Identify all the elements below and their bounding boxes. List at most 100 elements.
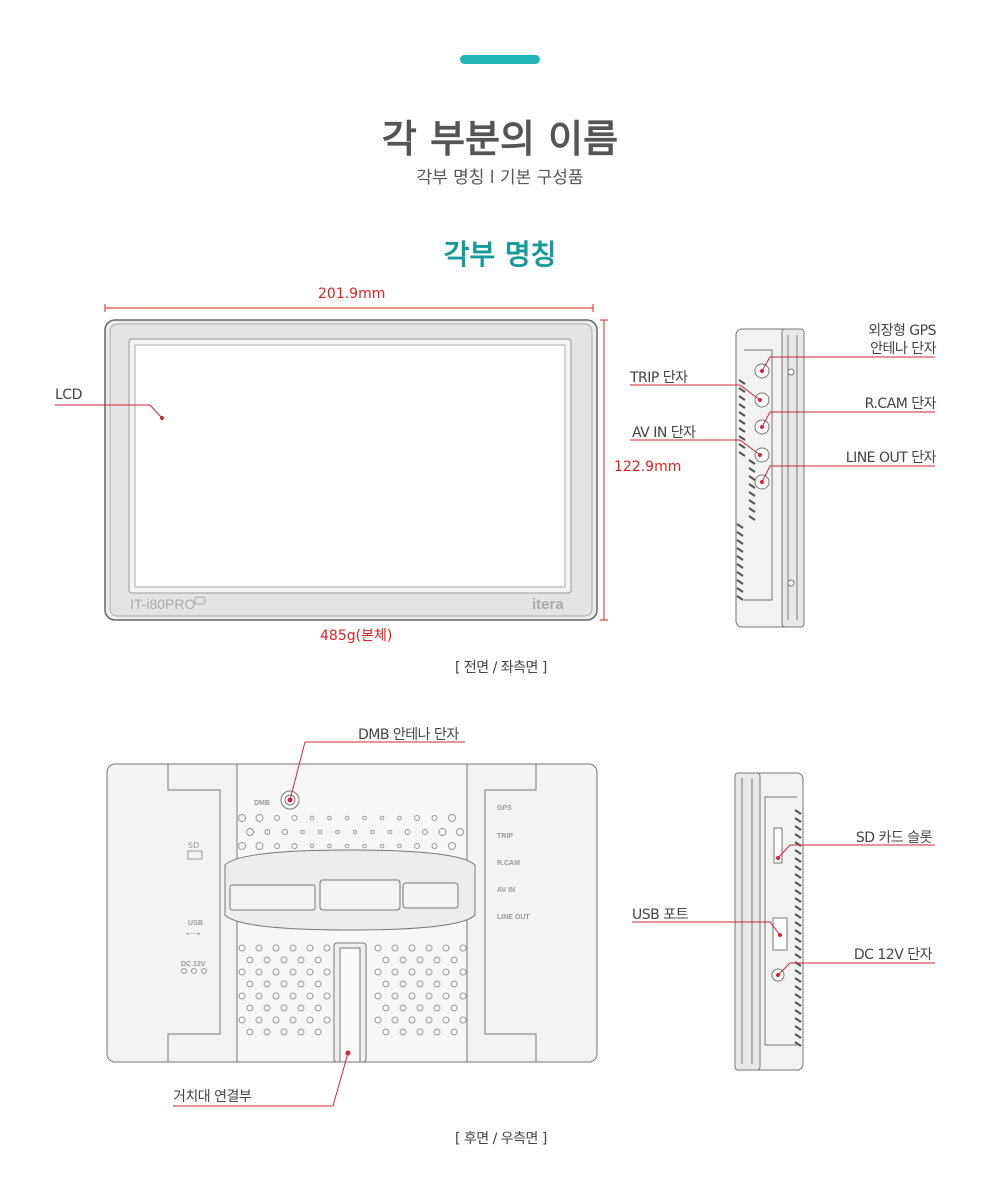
speaker-hole: [306, 1016, 314, 1024]
grip-stripe: [794, 969, 802, 975]
grip-stripe: [794, 905, 802, 911]
grip-stripe: [738, 403, 746, 409]
speaker-hole: [425, 1016, 433, 1024]
grip-stripe: [736, 547, 744, 553]
speaker-hole: [238, 992, 246, 1000]
speaker-hole: [450, 1028, 458, 1036]
speaker-hole: [362, 815, 367, 821]
grip-stripe: [736, 531, 744, 537]
gps-label-line2: 안테나 단자: [870, 341, 936, 357]
weight-label: 485g(본체): [320, 628, 393, 644]
grip-stripe: [794, 857, 802, 863]
speaker-hole: [425, 992, 433, 1000]
speaker-hole: [263, 1004, 271, 1012]
speaker-hole: [280, 956, 288, 964]
stand-mount-label: 거치대 연결부: [173, 1089, 252, 1105]
grip-stripe: [748, 491, 756, 497]
speaker-hole: [397, 843, 402, 849]
left-side-device: [735, 328, 805, 628]
speaker-hole: [323, 1016, 331, 1024]
brand-logo: itera: [532, 596, 564, 613]
printed-gps: GPS: [497, 805, 512, 812]
speaker-hole: [425, 968, 433, 976]
accent-bar: [460, 55, 540, 64]
grip-stripe: [794, 977, 802, 983]
dc-polarity-icon: [181, 968, 207, 974]
speaker-hole: [387, 829, 393, 835]
sd-card-icon: [187, 850, 203, 860]
speaker-hole: [335, 829, 340, 835]
speaker-hole: [391, 992, 399, 1000]
grip-stripe: [794, 1009, 802, 1015]
grip-stripe: [794, 873, 802, 879]
grip-stripe: [794, 993, 802, 999]
speaker-hole: [323, 944, 331, 952]
grip-stripe: [794, 889, 802, 895]
speaker-hole: [344, 843, 350, 849]
speaker-hole: [272, 968, 280, 976]
speaker-hole: [379, 815, 385, 821]
speaker-hole: [408, 968, 416, 976]
speaker-hole: [450, 1004, 458, 1012]
side-grip-stripes-right: [794, 809, 802, 1047]
grip-stripe: [738, 435, 746, 441]
speaker-hole: [255, 814, 264, 822]
speaker-hole: [382, 956, 390, 964]
grip-stripe: [794, 1017, 802, 1023]
grip-stripe: [736, 587, 744, 593]
speaker-hole: [291, 843, 298, 849]
callout-dots: [160, 369, 782, 1056]
grip-stripe: [748, 515, 756, 521]
speaker-hole: [309, 843, 315, 849]
grip-stripe: [794, 865, 802, 871]
speaker-hole: [362, 843, 367, 849]
speaker-hole: [314, 1004, 322, 1012]
grip-stripe: [794, 945, 802, 951]
speaker-hole: [352, 829, 358, 835]
speaker-hole: [317, 829, 323, 835]
speaker-hole: [399, 1028, 407, 1036]
speaker-hole: [289, 992, 297, 1000]
model-logo: IT-i80PRO: [130, 596, 195, 612]
speaker-hole: [263, 1028, 271, 1036]
sd-slot-label: SD 카드 슬롯: [855, 830, 933, 846]
speaker-holes: [238, 814, 467, 1036]
height-dimension-line: [600, 319, 608, 621]
grip-stripe: [736, 555, 744, 561]
printed-rcam: R.CAM: [497, 860, 520, 867]
speaker-hole: [327, 843, 332, 849]
printed-dmb: DMB: [254, 800, 270, 807]
grip-stripe: [794, 817, 802, 823]
speaker-hole: [433, 980, 441, 988]
speaker-hole: [442, 944, 450, 952]
grip-stripe: [794, 1033, 802, 1039]
speaker-hole: [306, 944, 314, 952]
speaker-hole: [255, 842, 264, 850]
speaker-hole: [323, 992, 331, 1000]
speaker-hole: [289, 1016, 297, 1024]
grip-stripe: [738, 427, 746, 433]
width-dimension-line: [104, 304, 594, 312]
front-device: [104, 319, 598, 621]
speaker-hole: [456, 828, 464, 836]
speaker-hole: [238, 1016, 246, 1024]
speaker-hole: [306, 992, 314, 1000]
grip-stripe: [736, 523, 744, 529]
speaker-hole: [246, 1028, 254, 1036]
grip-stripe: [794, 1025, 802, 1031]
width-dimension: 201.9mm: [318, 286, 386, 302]
speaker-hole: [297, 1004, 305, 1012]
speaker-hole: [297, 956, 305, 964]
speaker-hole: [255, 992, 263, 1000]
speaker-hole: [238, 842, 246, 850]
grip-stripe: [748, 507, 756, 513]
grip-stripe: [794, 833, 802, 839]
speaker-hole: [374, 1016, 382, 1024]
speaker-hole: [238, 944, 246, 952]
speaker-hole: [246, 828, 254, 836]
speaker-hole: [314, 1028, 322, 1036]
speaker-hole: [255, 944, 263, 952]
grip-stripe: [794, 1041, 802, 1047]
speaker-hole: [448, 842, 456, 850]
